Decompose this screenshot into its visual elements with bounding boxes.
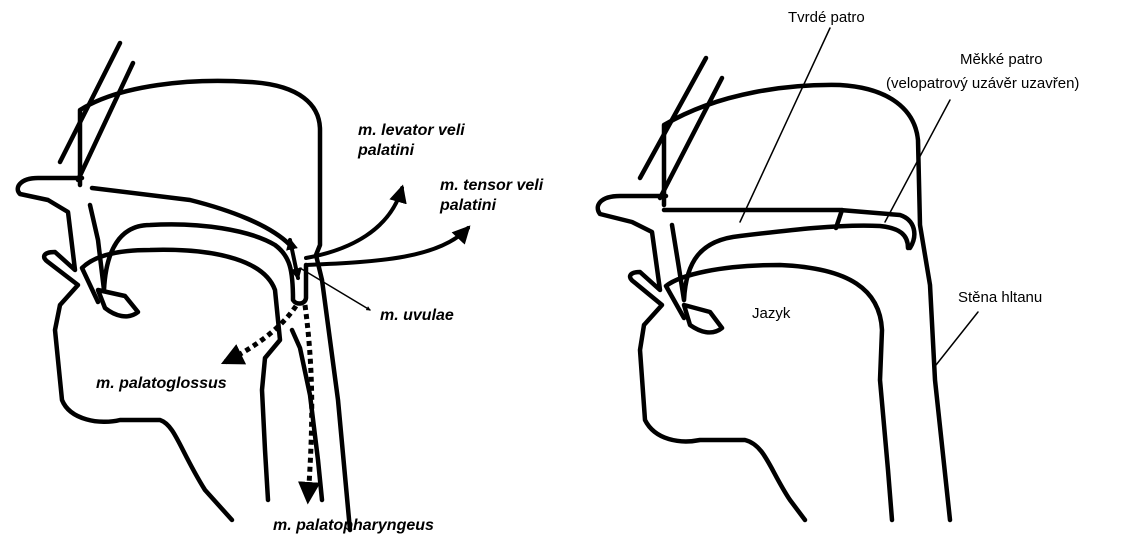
label-tensor-line2: palatini [439, 197, 497, 214]
pointer-uvulae [300, 268, 370, 310]
right-face-profile [598, 196, 805, 520]
right-diagram: Tvrdé patro Měkké patro (velopatrový uzá… [598, 9, 1080, 520]
leader-hard-palate [740, 28, 830, 222]
left-face-profile [18, 178, 232, 520]
right-nasal-line-inner [660, 78, 722, 198]
left-nasal-line-inner [78, 63, 133, 180]
arrow-palatoglossus [225, 306, 296, 362]
left-lower-lip [98, 290, 138, 316]
label-hard-palate: Tvrdé patro [788, 9, 865, 26]
label-tensor-line1: m. tensor veli [440, 177, 544, 194]
left-throat [292, 330, 322, 500]
left-diagram: m. levator veli palatini m. tensor veli … [18, 43, 544, 534]
label-uvulae: m. uvulae [380, 307, 454, 324]
leader-pharynx-wall [936, 312, 978, 365]
label-palatopharyngeus: m. palatopharyngeus [273, 517, 434, 534]
label-levator-line2: palatini [357, 142, 415, 159]
label-tongue: Jazyk [752, 305, 791, 322]
right-lower-lip [684, 305, 722, 332]
arrow-tensor [306, 228, 468, 265]
label-pharynx-wall: Stěna hltanu [958, 289, 1042, 306]
label-soft-palate-line1: Měkké patro [960, 51, 1043, 68]
right-head-outline [664, 85, 950, 520]
label-levator-line1: m. levator veli [358, 122, 465, 139]
right-palate-lower [672, 225, 908, 300]
label-palatoglossus: m. palatoglossus [96, 375, 227, 392]
label-soft-palate-line2: (velopatrový uzávěr uzavřen) [886, 75, 1079, 92]
